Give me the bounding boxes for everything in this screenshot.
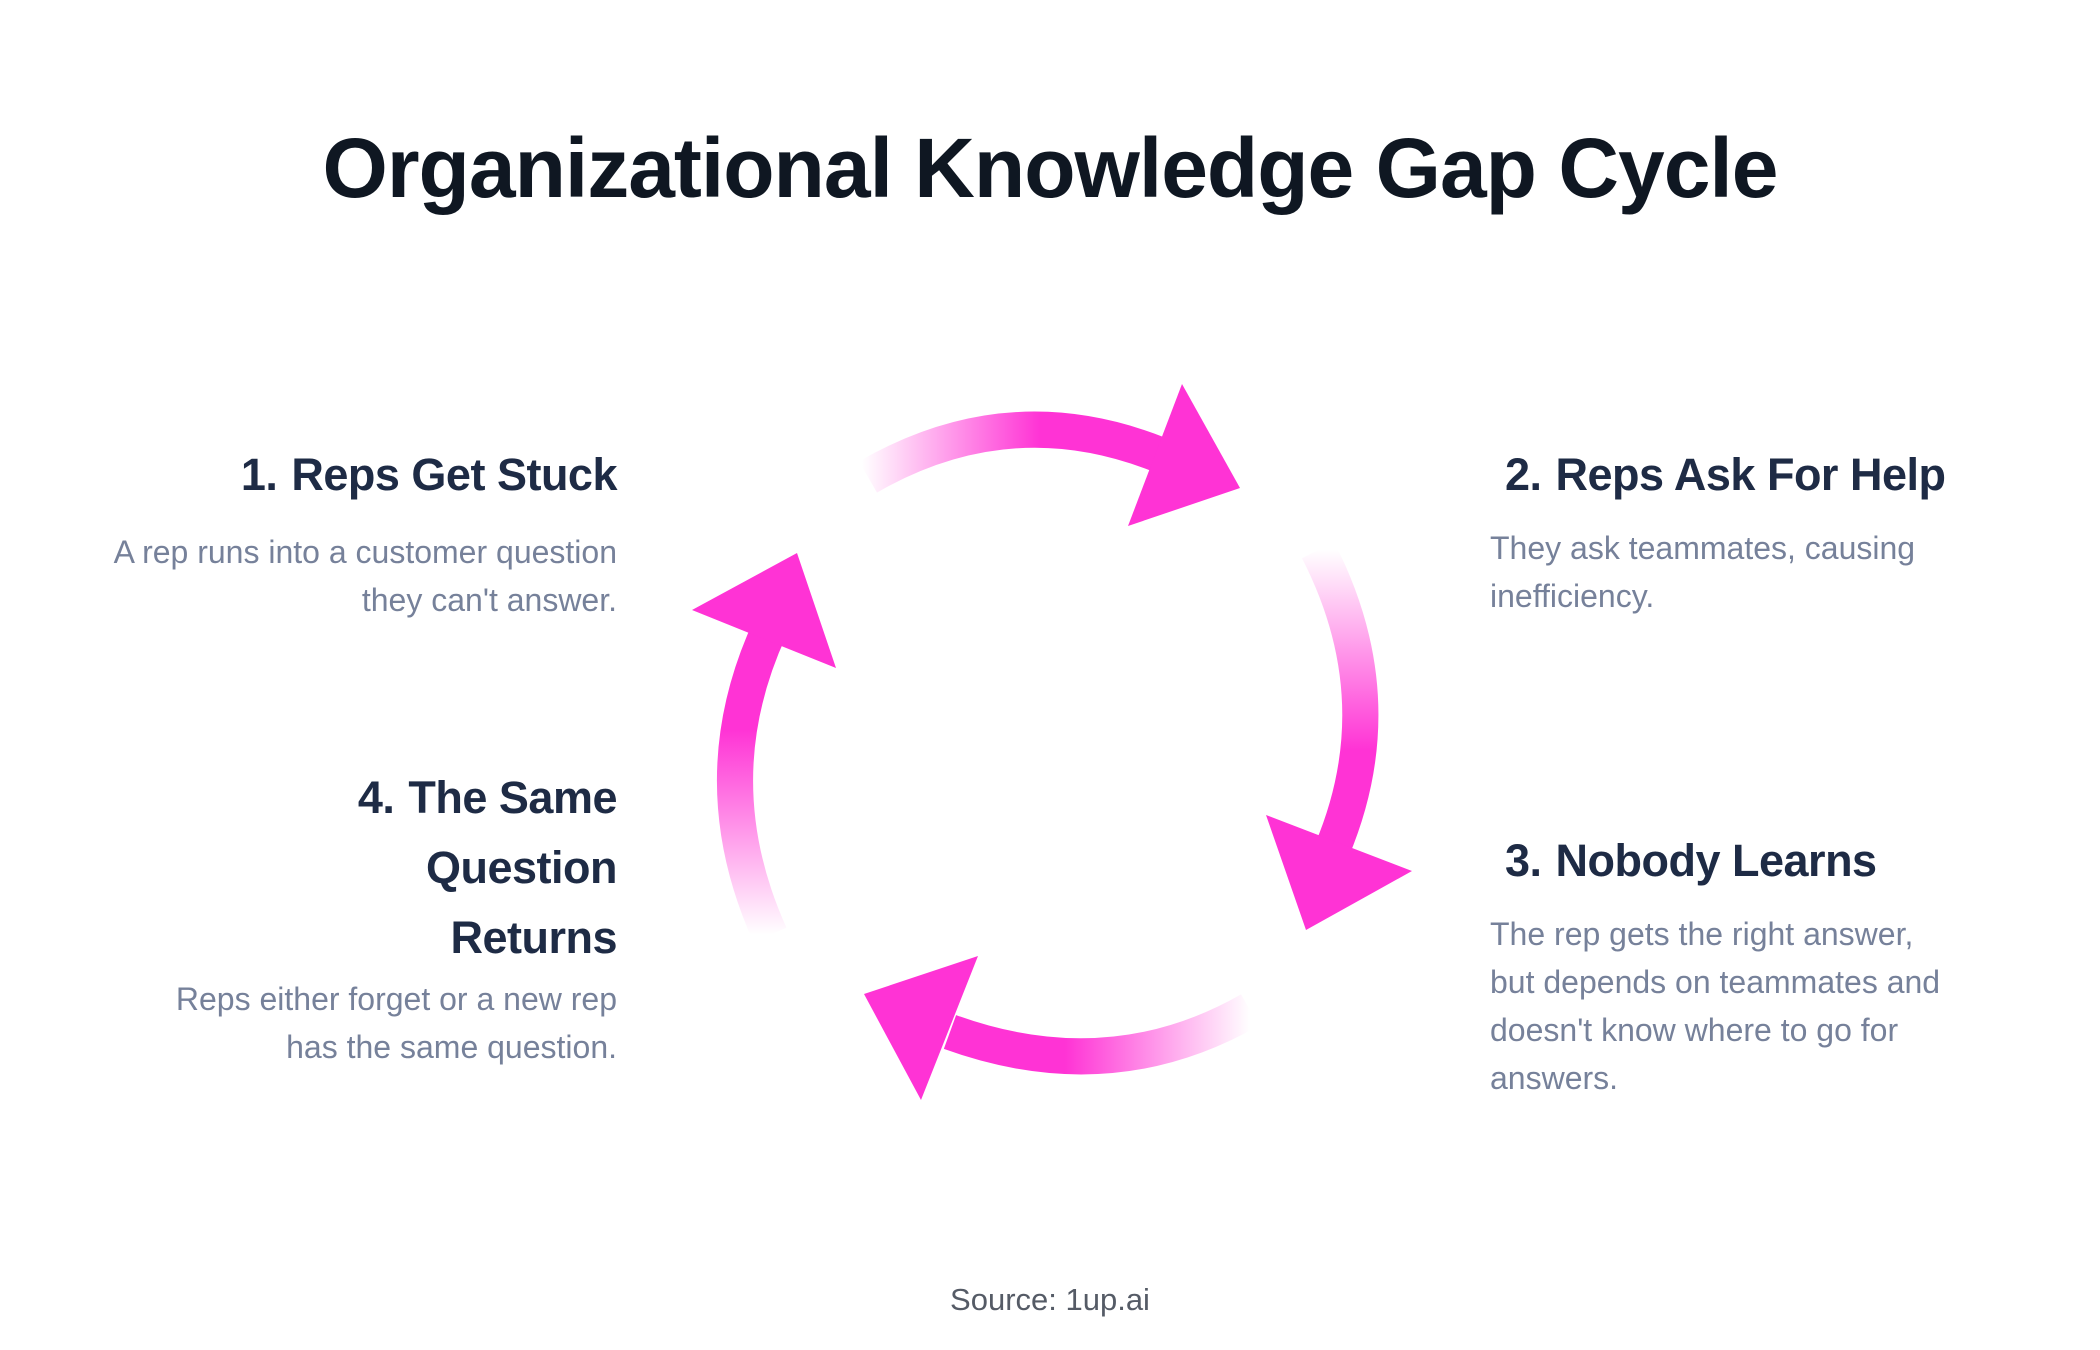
step-title: Reps Ask For Help [1555, 449, 1946, 500]
step-description: They ask teammates, causing inefficiency… [1490, 530, 1916, 614]
arrowhead-icon [1128, 384, 1240, 526]
step-number: 1. [240, 449, 278, 500]
step-title: Nobody Learns [1555, 835, 1878, 886]
step-description: Reps either forget or a new rep has the … [175, 981, 617, 1065]
step-3-nobody-learns: 3. Nobody Learns The rep gets the right a… [1490, 826, 1950, 1102]
step-2-reps-ask-for-help: 2. Reps Ask For Help They ask teammates, … [1490, 440, 2010, 620]
arrow-left [692, 553, 836, 943]
step-heading: 2. Reps Ask For Help [1490, 440, 2010, 510]
arrow-bottom [864, 956, 1259, 1100]
step-title: The Same Question Returns [408, 772, 617, 963]
step-4-same-question-returns: 4. The Same Question Returns Reps either … [176, 763, 618, 1071]
step-description: A rep runs into a customer question they… [113, 534, 617, 618]
step-number: 2. [1505, 449, 1542, 500]
step-number: 4. [357, 772, 395, 823]
step-heading: 3. Nobody Learns [1490, 826, 1950, 896]
step-number: 3. [1505, 835, 1542, 886]
arrowhead-icon [864, 956, 978, 1100]
step-description: The rep gets the right answer, but depen… [1490, 916, 1941, 1096]
page-title: Organizational Knowledge Gap Cycle [322, 121, 1779, 215]
step-heading: 4. The Same Question Returns [317, 763, 618, 973]
step-title: Reps Get Stuck [291, 449, 617, 500]
source-credit: Source: 1up.ai [950, 1282, 1150, 1317]
step-1-reps-get-stuck: 1. Reps Get Stuck A rep runs into a custo… [57, 440, 618, 624]
arrowhead-icon [1266, 815, 1412, 930]
arrow-right [1266, 541, 1412, 930]
step-heading: 1. Reps Get Stuck [57, 440, 618, 510]
arrow-top [859, 384, 1240, 526]
arrowhead-icon [692, 553, 836, 668]
